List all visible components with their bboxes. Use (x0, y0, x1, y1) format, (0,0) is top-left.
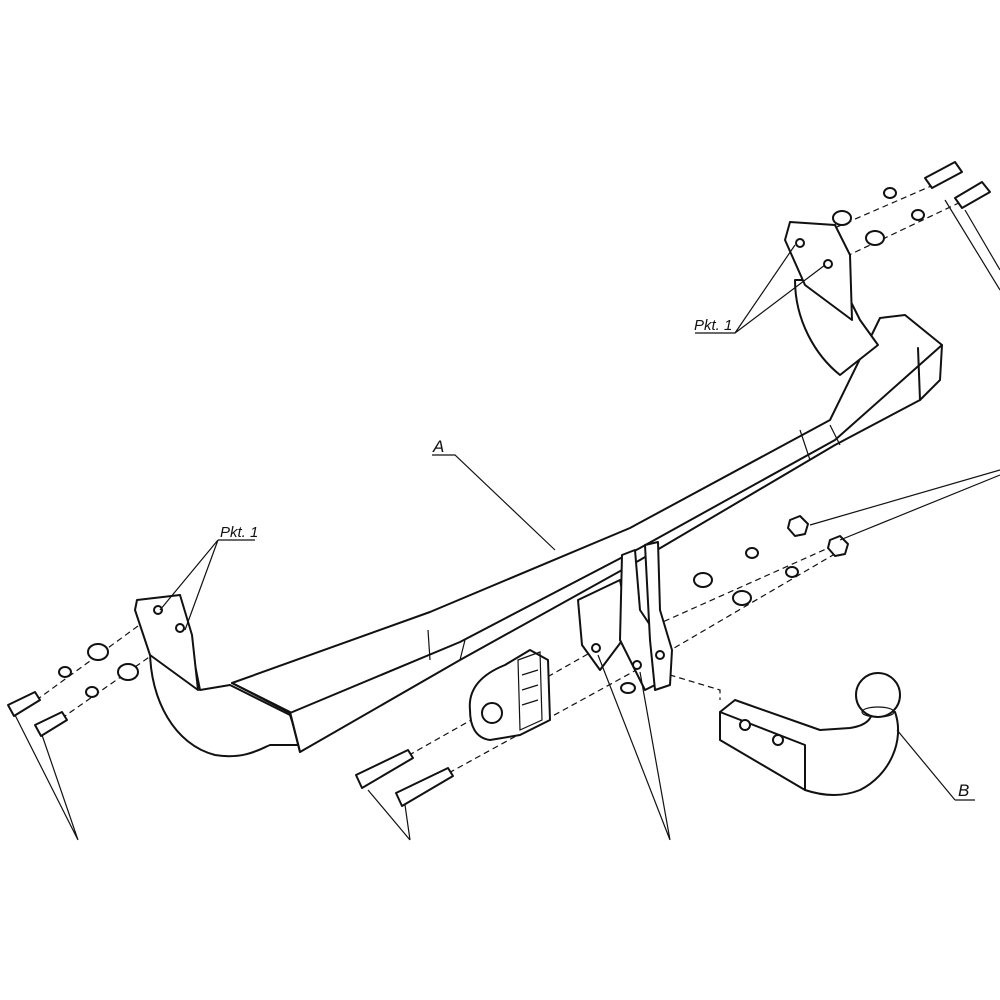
leader-lines (14, 199, 1000, 841)
washer-icon (117, 663, 139, 681)
label-point-left: Pkt. 1 (220, 524, 258, 541)
washer-icon (865, 230, 885, 246)
ball-hitch-b (719, 672, 901, 796)
bolt-icon (954, 181, 991, 209)
washer-icon (832, 210, 852, 226)
bolt-icon (355, 749, 414, 789)
left-mounting-bracket (134, 594, 301, 758)
washer-icon (87, 643, 109, 661)
center-hanger-bracket (577, 541, 673, 694)
lock-washer-icon (911, 209, 925, 221)
bolt-icon (395, 767, 454, 807)
label-point-right: Pkt. 1 (694, 317, 732, 334)
label-part-a: A (432, 437, 444, 456)
washer-icon (732, 590, 752, 606)
bolt-icon (924, 161, 963, 189)
lock-washer-icon (58, 666, 72, 678)
bolt-icon (34, 711, 68, 737)
lock-washer-icon (785, 566, 799, 578)
right-mounting-bracket (784, 221, 879, 376)
label-part-b: B (958, 781, 969, 800)
lock-washer-icon (85, 686, 99, 698)
fasteners (7, 161, 991, 807)
nut-icon (827, 535, 849, 557)
nut-icon (787, 515, 809, 537)
bolt-icon (7, 691, 41, 717)
crossbar-a (231, 314, 943, 753)
washer-icon (693, 572, 713, 588)
lock-washer-icon (745, 547, 759, 559)
lock-washer-icon (883, 187, 897, 199)
socket-plate (468, 649, 551, 741)
